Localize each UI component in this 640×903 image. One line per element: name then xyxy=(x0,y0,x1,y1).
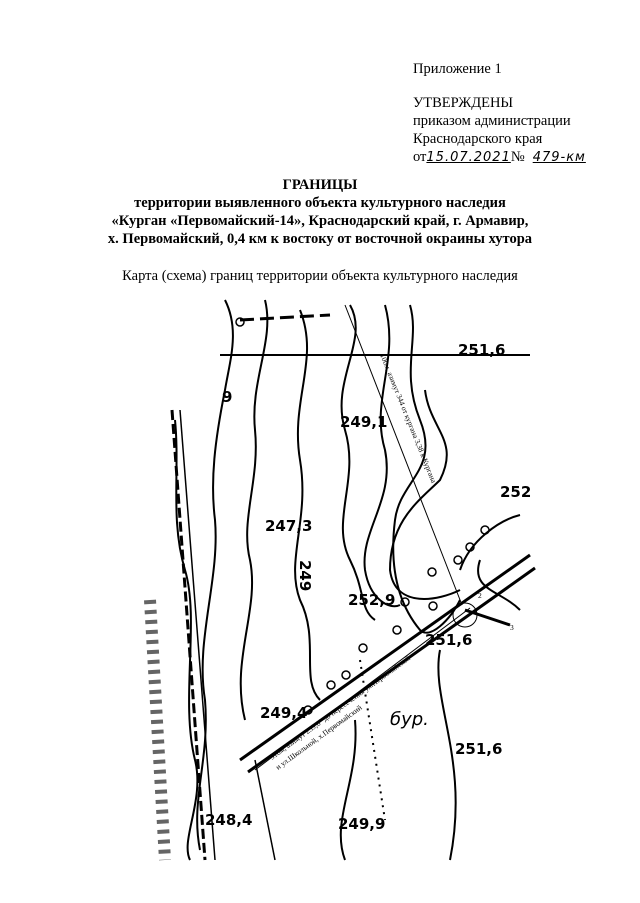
order-date: 15.07.2021 xyxy=(426,150,511,165)
order-label: приказом администрации xyxy=(413,113,571,129)
elevation-label: 251,6 xyxy=(425,631,472,649)
contour-lines xyxy=(174,299,521,861)
title-line: территории выявленного объекта культурно… xyxy=(134,195,506,211)
approval-block: Приложение 1 УТВЕРЖДЕНЫ приказом админис… xyxy=(413,60,586,167)
order-number: 479-км xyxy=(532,150,586,165)
order-date-line: от15.07.2021№ 479-км xyxy=(413,148,586,167)
roads xyxy=(144,304,536,861)
dotted-path xyxy=(359,659,386,821)
elevation-label: 247,3 xyxy=(265,517,312,535)
point-label: 3 xyxy=(510,623,514,632)
elevation-label: 251,6 xyxy=(458,341,505,359)
elevation-label: 249,4 xyxy=(260,704,307,722)
elevation-label: 251,6 xyxy=(455,740,502,758)
road-line xyxy=(170,409,207,861)
elevation-label: 252 xyxy=(500,483,531,501)
elevation-label: 249,9 xyxy=(338,815,385,833)
elevation-labels: 251,6 249,1 252 247,3 249 252,9 251,6 24… xyxy=(205,341,531,833)
azimuth-line-north xyxy=(344,304,463,606)
place-label: бур. xyxy=(390,709,429,730)
title-line: х. Первомайский, 0,4 км к востоку от вос… xyxy=(107,231,533,247)
point-label: 2 xyxy=(478,591,482,600)
elevation-label: 249,1 xyxy=(340,413,387,431)
boundary-line xyxy=(464,608,511,627)
number-prefix: № xyxy=(510,149,525,165)
region-label: Краснодарского края xyxy=(413,131,543,147)
azimuth-line-south xyxy=(254,607,471,771)
road-line xyxy=(239,313,331,322)
title-line: ГРАНИЦЫ xyxy=(282,177,358,193)
elevation-label: 249 xyxy=(296,560,314,591)
road-line xyxy=(239,553,531,762)
elevation-label: 248,4 xyxy=(205,811,252,829)
document-title: ГРАНИЦЫ территории выявленного объекта к… xyxy=(0,176,640,248)
elevation-label: 9 xyxy=(222,388,232,406)
road-line xyxy=(179,409,216,861)
approved-label: УТВЕРЖДЕНЫ xyxy=(413,95,514,111)
road-line xyxy=(247,566,536,774)
from-prefix: от xyxy=(413,149,427,165)
title-line: «Курган «Первомайский-14», Краснодарский… xyxy=(111,213,529,229)
kurgan-markers xyxy=(235,317,490,715)
map-caption: Карта (схема) границ территории объекта … xyxy=(122,268,518,284)
road-line xyxy=(254,759,276,861)
appendix-label: Приложение 1 xyxy=(413,61,502,77)
settlement-area xyxy=(144,599,171,861)
elevation-label: 252,9 xyxy=(348,591,395,609)
